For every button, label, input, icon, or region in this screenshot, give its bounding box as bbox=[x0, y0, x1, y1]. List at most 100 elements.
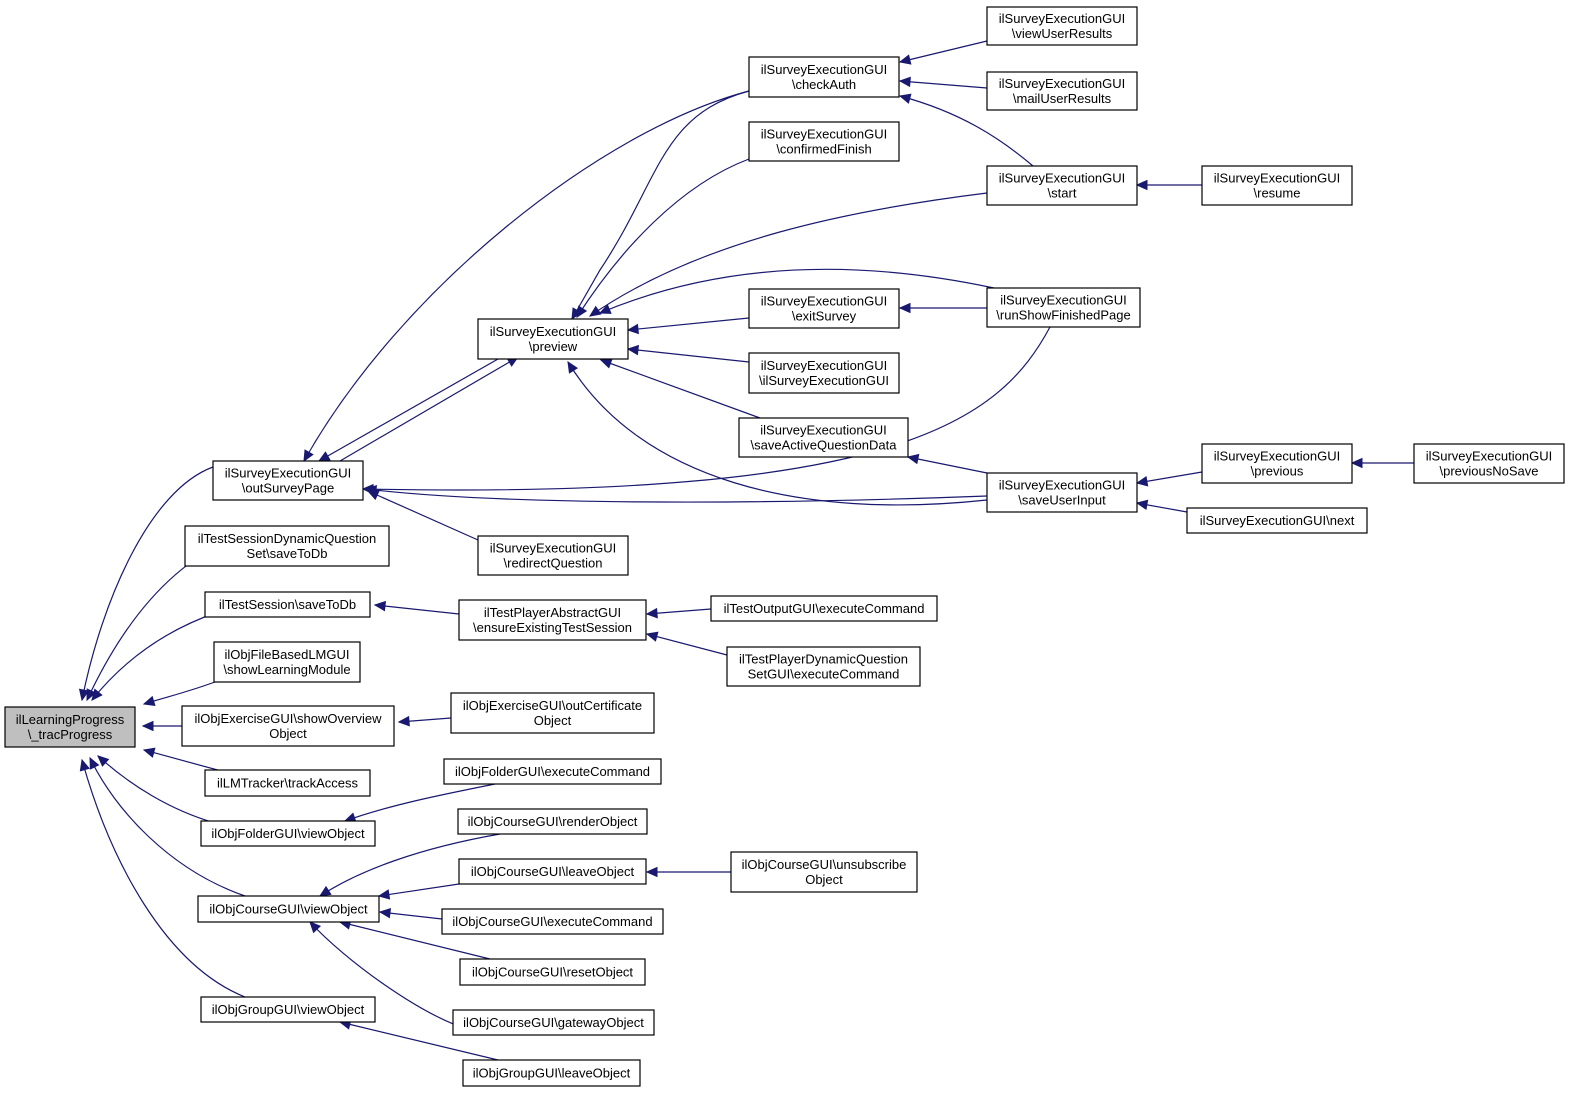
node-box bbox=[986, 287, 1141, 328]
node-label-line: \mailUserResults bbox=[1013, 91, 1112, 106]
node-runShowFinished[interactable]: ilSurveyExecutionGUI\runShowFinishedPage bbox=[986, 287, 1141, 328]
node-box bbox=[458, 858, 647, 885]
node-box bbox=[204, 769, 371, 797]
arrow-head bbox=[898, 302, 911, 314]
node-courseLeave[interactable]: ilObjCourseGUI\leaveObject bbox=[458, 858, 647, 885]
node-previousNoSave[interactable]: ilSurveyExecutionGUI\previousNoSave bbox=[1413, 443, 1565, 484]
node-box bbox=[197, 895, 380, 923]
edge-line bbox=[303, 90, 750, 462]
node-courseGateway[interactable]: ilObjCourseGUI\gatewayObject bbox=[452, 1009, 655, 1036]
node-box bbox=[204, 591, 371, 618]
edge-line bbox=[599, 268, 995, 314]
node-label-line: \resume bbox=[1254, 186, 1301, 201]
node-box bbox=[748, 288, 900, 329]
node-box bbox=[459, 958, 646, 986]
node-courseRender[interactable]: ilObjCourseGUI\renderObject bbox=[457, 808, 648, 835]
node-label-line: ilSurveyExecutionGUI bbox=[1000, 293, 1126, 308]
node-resume[interactable]: ilSurveyExecutionGUI\resume bbox=[1201, 165, 1353, 206]
edge-courseUnsub-to-courseLeave bbox=[645, 866, 731, 878]
node-label-line: \checkAuth bbox=[792, 77, 856, 92]
node-groupView[interactable]: ilObjGroupGUI\viewObject bbox=[200, 996, 376, 1023]
node-folderView[interactable]: ilObjFolderGUI\viewObject bbox=[200, 820, 376, 847]
node-checkAuth[interactable]: ilSurveyExecutionGUI\checkAuth bbox=[748, 56, 900, 98]
node-box bbox=[213, 641, 361, 683]
node-ctor[interactable]: ilSurveyExecutionGUI\ilSurveyExecutionGU… bbox=[748, 352, 900, 394]
edge-tsSaveToDb-to-root bbox=[91, 611, 219, 701]
edge-line bbox=[627, 348, 750, 363]
node-label-line: ilSurveyExecutionGUI bbox=[761, 62, 887, 77]
node-box bbox=[200, 996, 376, 1023]
edge-exShowOverview-to-root bbox=[141, 720, 182, 732]
node-label-line: \showLearningModule bbox=[223, 662, 350, 677]
node-trackAccess[interactable]: ilLMTracker\trackAccess bbox=[204, 769, 371, 797]
node-label-line: ilSurveyExecutionGUI bbox=[999, 11, 1125, 26]
edge-line bbox=[567, 361, 988, 506]
arrow-head bbox=[397, 715, 410, 727]
edge-line bbox=[899, 95, 1034, 167]
edge-line bbox=[367, 490, 479, 541]
edge-line bbox=[1136, 471, 1203, 484]
edge-line bbox=[589, 192, 988, 317]
arrow-head bbox=[645, 607, 658, 619]
node-previous[interactable]: ilSurveyExecutionGUI\previous bbox=[1201, 443, 1353, 484]
arrow-head bbox=[373, 600, 387, 612]
node-courseReset[interactable]: ilObjCourseGUI\resetObject bbox=[459, 958, 646, 986]
edge-line bbox=[627, 317, 750, 331]
edge-previousNoSave-to-previous bbox=[1350, 457, 1414, 469]
edge-line bbox=[571, 90, 750, 320]
node-ensureSession[interactable]: ilTestPlayerAbstractGUI\ensureExistingTe… bbox=[458, 599, 647, 641]
edge-courseLeave-to-courseView bbox=[377, 883, 460, 900]
edge-exitSurvey-to-preview bbox=[626, 317, 750, 335]
node-saveUserInput[interactable]: ilSurveyExecutionGUI\saveUserInput bbox=[986, 472, 1138, 513]
edge-dynQSetExec-to-ensureSession bbox=[645, 631, 728, 656]
node-saveActive[interactable]: ilSurveyExecutionGUI\saveActiveQuestionD… bbox=[738, 417, 909, 458]
node-dynQSetExec[interactable]: ilTestPlayerDynamicQuestionSetGUI\execut… bbox=[726, 646, 921, 687]
edge-start-to-checkAuth bbox=[898, 93, 1034, 167]
node-label-line: ilSurveyExecutionGUI bbox=[225, 466, 351, 481]
arrow-head bbox=[361, 483, 374, 495]
node-showLM[interactable]: ilObjFileBasedLMGUI\showLearningModule bbox=[213, 641, 361, 683]
edge-saveUserInput-to-saveActive bbox=[906, 453, 988, 474]
node-outSurveyPage[interactable]: ilSurveyExecutionGUI\outSurveyPage bbox=[212, 460, 364, 501]
edge-courseView-to-root bbox=[89, 756, 246, 897]
node-courseView[interactable]: ilObjCourseGUI\viewObject bbox=[197, 895, 380, 923]
node-testOutputExec[interactable]: ilTestOutputGUI\executeCommand bbox=[710, 595, 938, 622]
node-box bbox=[986, 165, 1138, 206]
edge-outSurveyPage-to-root bbox=[78, 466, 214, 702]
node-folderExec[interactable]: ilObjFolderGUI\executeCommand bbox=[443, 758, 662, 785]
node-mailUserResults[interactable]: ilSurveyExecutionGUI\mailUserResults bbox=[986, 71, 1138, 111]
node-label-line: ilSurveyExecutionGUI bbox=[999, 76, 1125, 91]
node-label-line: ilSurveyExecutionGUI bbox=[1426, 449, 1552, 464]
edge-saveUserInput-to-outSurveyPage bbox=[364, 484, 988, 503]
node-redirectQ[interactable]: ilSurveyExecutionGUI\redirectQuestion bbox=[477, 535, 629, 576]
node-label-line: \_tracProgress bbox=[28, 727, 113, 742]
node-label-line: ilObjCourseGUI\renderObject bbox=[468, 814, 638, 829]
node-label-line: ilSurveyExecutionGUI bbox=[761, 127, 887, 142]
node-viewUserResults[interactable]: ilSurveyExecutionGUI\viewUserResults bbox=[986, 6, 1138, 46]
node-confirmedFinish[interactable]: ilSurveyExecutionGUI\confirmedFinish bbox=[748, 121, 900, 162]
node-label-line: ilTestPlayerDynamicQuestion bbox=[739, 652, 908, 667]
node-tsSaveToDb[interactable]: ilTestSession\saveToDb bbox=[204, 591, 371, 618]
arrow-head bbox=[645, 866, 658, 878]
node-label-line: ilSurveyExecutionGUI bbox=[761, 358, 887, 373]
node-label-line: ilSurveyExecutionGUI bbox=[760, 423, 886, 438]
node-groupLeave[interactable]: ilObjGroupGUI\leaveObject bbox=[462, 1059, 641, 1087]
node-start[interactable]: ilSurveyExecutionGUI\start bbox=[986, 165, 1138, 206]
node-preview[interactable]: ilSurveyExecutionGUI\preview bbox=[477, 318, 629, 360]
node-label-line: ilObjFolderGUI\executeCommand bbox=[455, 764, 650, 779]
node-next[interactable]: ilSurveyExecutionGUI\next bbox=[1186, 507, 1368, 534]
edge-line bbox=[907, 456, 988, 474]
node-exitSurvey[interactable]: ilSurveyExecutionGUI\exitSurvey bbox=[748, 288, 900, 329]
node-courseExec[interactable]: ilObjCourseGUI\executeCommand bbox=[441, 908, 664, 935]
node-root[interactable]: ilLearningProgress\_tracProgress bbox=[4, 706, 136, 748]
node-label-line: Object bbox=[269, 726, 307, 741]
edge-line bbox=[600, 359, 761, 419]
arrow-head bbox=[317, 451, 331, 462]
node-label-line: ilSurveyExecutionGUI bbox=[490, 324, 616, 339]
edge-line bbox=[81, 466, 214, 701]
